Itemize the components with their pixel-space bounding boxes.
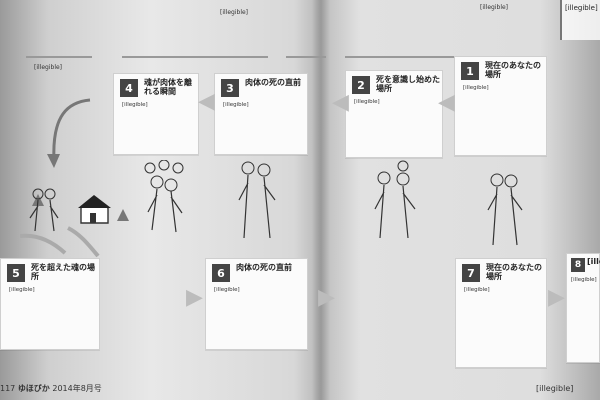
step-body: [illegible] <box>463 85 489 91</box>
step-number: 7 <box>462 264 480 282</box>
step-body: [illegible] <box>354 99 380 105</box>
step-number: 1 <box>461 62 479 80</box>
step-number: 3 <box>221 79 239 97</box>
two-people-icon <box>238 161 276 239</box>
step-4-card: 4 魂が肉体を離れる瞬間 [illegible] <box>113 73 199 155</box>
top-right-tab: [illegible] <box>560 0 600 40</box>
footer-left: 117 ゆほびか 2014年8月号 <box>0 383 102 394</box>
top-rule <box>122 56 268 58</box>
step-title: 死を意識し始めた場所 <box>376 75 440 93</box>
magazine-logo: ゆほびか <box>17 384 50 393</box>
right-arrow-icon: ▶ <box>548 285 565 310</box>
step-number: 8 <box>571 258 585 272</box>
step-3-card: 3 肉体の死の直前 [illegible] <box>214 73 308 155</box>
step-8-card: 8 [illegible] [illegible] <box>566 253 600 363</box>
top-middle-text: [illegible] <box>220 9 249 16</box>
step-title: [illegible] <box>587 257 600 266</box>
step-title: 死を超えた魂の場所 <box>31 263 95 281</box>
step-body: [illegible] <box>9 287 35 293</box>
step-number: 5 <box>7 264 25 282</box>
house-and-couple-icon <box>20 188 129 258</box>
step-title: 現在のあなたの場所 <box>486 263 542 281</box>
step-title: 肉体の死の直前 <box>245 78 301 87</box>
step-title: 魂が肉体を離れる瞬間 <box>144 78 192 96</box>
top-left-caption: [illegible] <box>34 64 63 71</box>
step-body: [illegible] <box>223 102 249 108</box>
left-arrow-icon: ◀ <box>438 90 455 115</box>
step-number: 2 <box>352 76 370 94</box>
step-number: 4 <box>120 79 138 97</box>
step-5-card: 5 死を超えた魂の場所 [illegible] <box>0 258 100 350</box>
step-body: [illegible] <box>122 102 148 108</box>
top-right-text: [illegible] <box>480 4 509 11</box>
step-1-card: 1 現在のあなたの場所 [illegible] <box>454 56 547 156</box>
left-arrow-icon: ◀ <box>198 89 215 114</box>
top-rule <box>26 56 92 58</box>
talking-people-icon <box>374 160 416 239</box>
step-title: 肉体の死の直前 <box>236 263 292 272</box>
top-rule <box>345 56 471 58</box>
step-2-card: 2 死を意識し始めた場所 [illegible] <box>345 70 443 158</box>
step-title: 現在のあなたの場所 <box>485 61 541 79</box>
step-6-card: 6 肉体の死の直前 [illegible] <box>205 258 308 350</box>
person-talking-icon <box>144 160 184 233</box>
step-body: [illegible] <box>214 287 240 293</box>
left-arrow-icon: ◀ <box>332 90 349 115</box>
step-7-card: 7 現在のあなたの場所 [illegible] <box>455 258 547 368</box>
step-body: [illegible] <box>464 287 490 293</box>
right-arrow-icon: ▶ <box>186 285 203 310</box>
page-fold <box>312 0 330 400</box>
issue-date: 2014年8月号 <box>52 384 102 393</box>
curved-down-arrow-icon <box>47 98 91 168</box>
right-arrow-icon: ▶ <box>318 285 335 310</box>
standing-people-icon <box>487 173 523 246</box>
page-number: 117 <box>0 384 18 393</box>
footer-right: [illegible] <box>536 384 574 393</box>
step-body: [illegible] <box>571 277 597 283</box>
tab-label: [illegible] <box>565 4 598 12</box>
top-rule <box>286 56 326 58</box>
step-number: 6 <box>212 264 230 282</box>
